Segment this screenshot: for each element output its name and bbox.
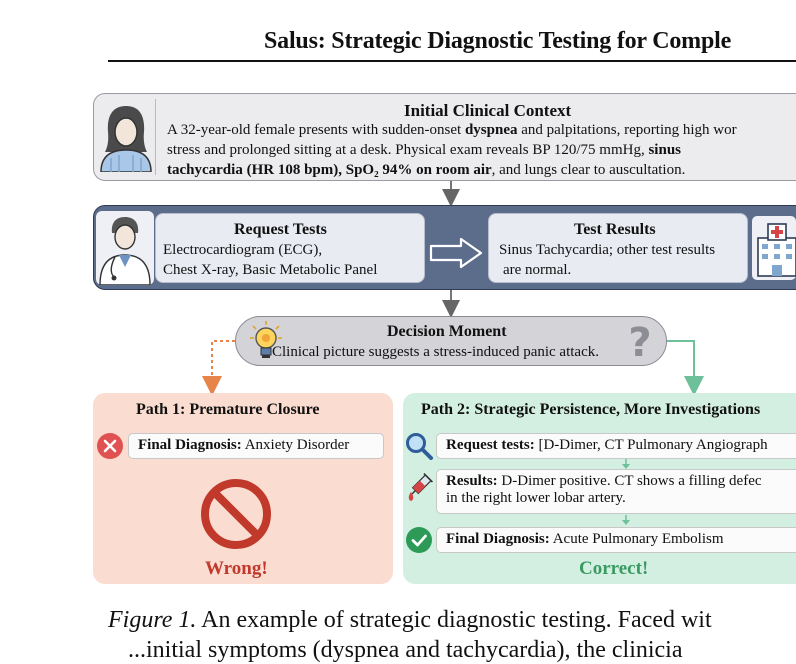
request-tests-line-2: Chest X-ray, Basic Metabolic Panel [163, 262, 378, 278]
hospital-icon [752, 216, 796, 280]
context-line-3: tachycardia (HR 108 bpm), SpO₂ 94% on ro… [167, 162, 686, 178]
test-results-line-1: Sinus Tachycardia; other test results [499, 242, 716, 258]
decision-text: Clinical picture suggests a stress-induc… [272, 344, 599, 360]
test-results-title: Test Results [574, 221, 656, 238]
x-circle-icon [97, 433, 123, 459]
decision-to-path2-arrow [667, 340, 704, 396]
svg-text:?: ? [628, 320, 651, 362]
path2-results-row: Results: D-Dimer positive. CT shows a fi… [436, 469, 796, 514]
path1-diagnosis-row: Final Diagnosis: Anxiety Disorder [128, 433, 384, 459]
decision-title: Decision Moment [387, 323, 507, 340]
decision-moment-panel [235, 316, 667, 366]
test-results-card [488, 213, 748, 283]
context-divider [155, 99, 156, 175]
initial-context-panel [93, 93, 796, 181]
syringe-icon [408, 472, 434, 501]
right-arrow-icon [429, 237, 483, 269]
lightbulb-icon [250, 321, 282, 358]
test-results-line-2: are normal. [503, 262, 572, 278]
magnifier-icon [406, 433, 433, 460]
path2-step-arrow-1 [622, 459, 630, 469]
request-tests-card [155, 213, 425, 283]
path2-request-row: Request tests: [D-Dimer, CT Pulmonary An… [436, 433, 796, 459]
path2-verdict: Correct! [579, 558, 649, 579]
paper-title: Salus: Strategic Diagnostic Testing for … [264, 28, 732, 54]
decision-to-path1-arrow [202, 340, 235, 396]
question-mark-icon: ? [628, 320, 651, 362]
path2-diagnosis-row: Final Diagnosis: Acute Pulmonary Embolis… [436, 527, 796, 553]
context-line-2: stress and prolonged sitting at a desk. … [167, 142, 681, 158]
figure-caption-line-2: ...initial symptoms (dyspnea and tachyca… [128, 637, 683, 663]
path2-step-arrow-2 [622, 515, 630, 525]
path2-results-line-2: in the right lower lobar artery. [446, 490, 626, 506]
title-rule [108, 60, 796, 62]
path1-title: Path 1: Premature Closure [136, 401, 320, 418]
path1-panel [93, 393, 393, 584]
context-title: Initial Clinical Context [404, 101, 572, 120]
path1-verdict: Wrong! [205, 558, 268, 579]
connector-arrows [202, 181, 704, 396]
patient-icon [100, 106, 152, 172]
request-tests-line-1: Electrocardiogram (ECG), [163, 242, 323, 258]
context-line-1: A 32-year-old female presents with sudde… [167, 122, 737, 138]
check-circle-icon [406, 527, 432, 553]
figure-caption: Figure 1. An example of strategic diagno… [108, 607, 712, 633]
prohibited-icon [201, 479, 271, 549]
doctor-icon [96, 211, 154, 285]
request-tests-title: Request Tests [234, 221, 327, 238]
path2-title: Path 2: Strategic Persistence, More Inve… [421, 401, 761, 418]
